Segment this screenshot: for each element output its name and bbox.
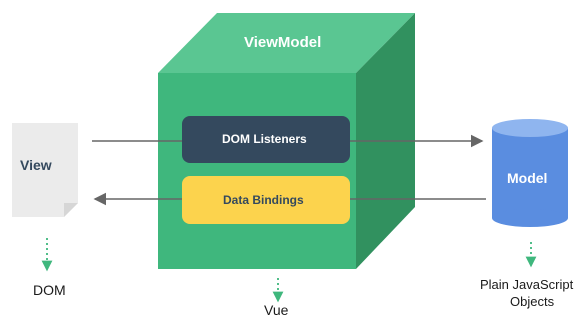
- vue-caption: Vue: [264, 302, 289, 318]
- cylinder-bottom: [492, 209, 568, 227]
- view-page-fold: [64, 203, 78, 217]
- cube-front-face: [158, 73, 356, 269]
- view-label: View: [20, 157, 52, 173]
- data-bindings-label: Data Bindings: [223, 193, 304, 207]
- plain-js-caption-line2: Objects: [510, 294, 555, 309]
- viewmodel-cube: [158, 13, 415, 269]
- dom-listeners-label: DOM Listeners: [222, 132, 307, 146]
- plain-js-caption-line1: Plain JavaScript: [480, 277, 574, 292]
- cylinder-body: [492, 128, 568, 218]
- cube-top-face: [158, 13, 415, 73]
- model-cylinder: [492, 119, 568, 227]
- view-page: [12, 123, 78, 217]
- viewmodel-title: ViewModel: [244, 34, 322, 51]
- cylinder-top: [492, 119, 568, 137]
- data-bindings-box: [182, 176, 350, 224]
- view-document: [12, 123, 78, 217]
- dom-listeners-box: [182, 116, 350, 163]
- dom-caption: DOM: [33, 282, 66, 298]
- model-label: Model: [507, 170, 548, 186]
